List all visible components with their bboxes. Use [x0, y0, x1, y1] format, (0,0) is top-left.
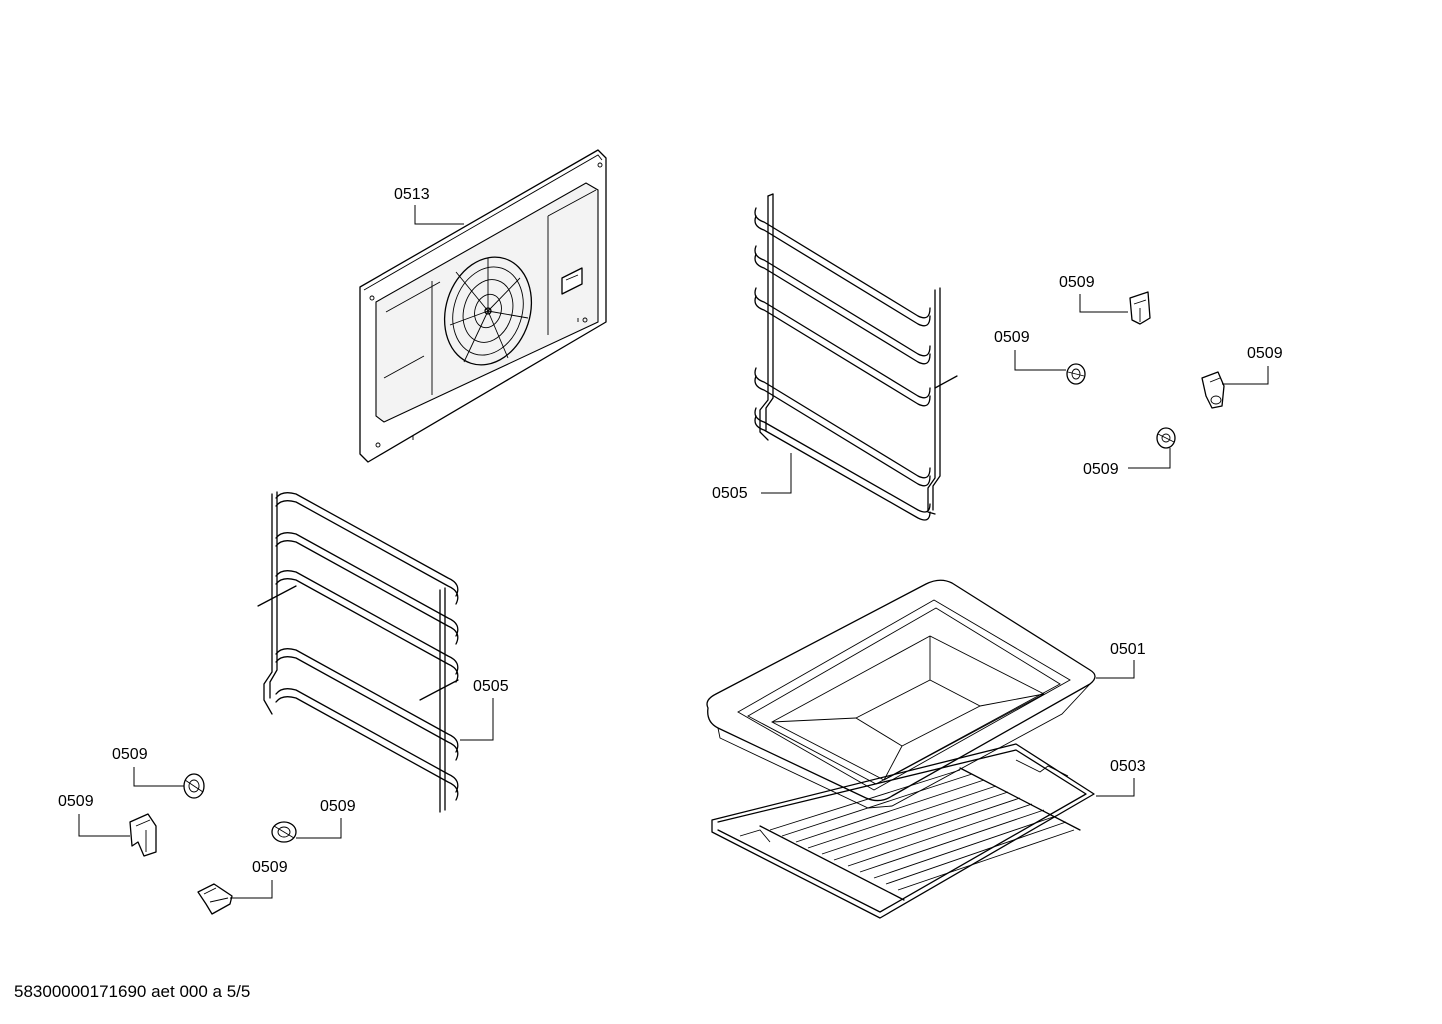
- callout-rack-upper-right: 0505: [712, 485, 748, 502]
- callout-nut-upper-left: 0509: [994, 329, 1030, 346]
- clip-right-part: [1201, 371, 1225, 409]
- side-rack-upper-part: [754, 193, 958, 521]
- callout-nut-left: 0509: [112, 746, 148, 763]
- nut-center-part: [271, 821, 297, 843]
- baking-tray-part: [706, 579, 1096, 809]
- nut-lower-right-part: [1156, 427, 1176, 449]
- back-panel-part: [359, 149, 607, 463]
- nut-left-part: [183, 773, 205, 799]
- nut-upper-left-part: [1066, 363, 1086, 385]
- callout-clip-right: 0509: [1247, 345, 1283, 362]
- callout-rack-lower-left: 0505: [473, 678, 509, 695]
- callout-nut-center: 0509: [320, 798, 356, 815]
- callout-clip-bottom: 0509: [252, 859, 288, 876]
- callout-clip-upper: 0509: [1059, 274, 1095, 291]
- callout-wire-grid: 0503: [1110, 758, 1146, 775]
- callout-nut-lower-right: 0509: [1083, 461, 1119, 478]
- wire-grid-part: [711, 743, 1095, 919]
- callout-clip-left: 0509: [58, 793, 94, 810]
- leader-lines: [78, 205, 1269, 899]
- callout-baking-tray: 0501: [1110, 641, 1146, 658]
- clip-bottom-part: [197, 883, 233, 915]
- callout-back-panel: 0513: [394, 186, 430, 203]
- side-rack-lower-part: [257, 491, 459, 813]
- document-id: 58300000171690 aet 000 a 5/5: [14, 982, 251, 1001]
- clip-left-part: [129, 813, 157, 857]
- clip-upper-part: [1129, 291, 1151, 325]
